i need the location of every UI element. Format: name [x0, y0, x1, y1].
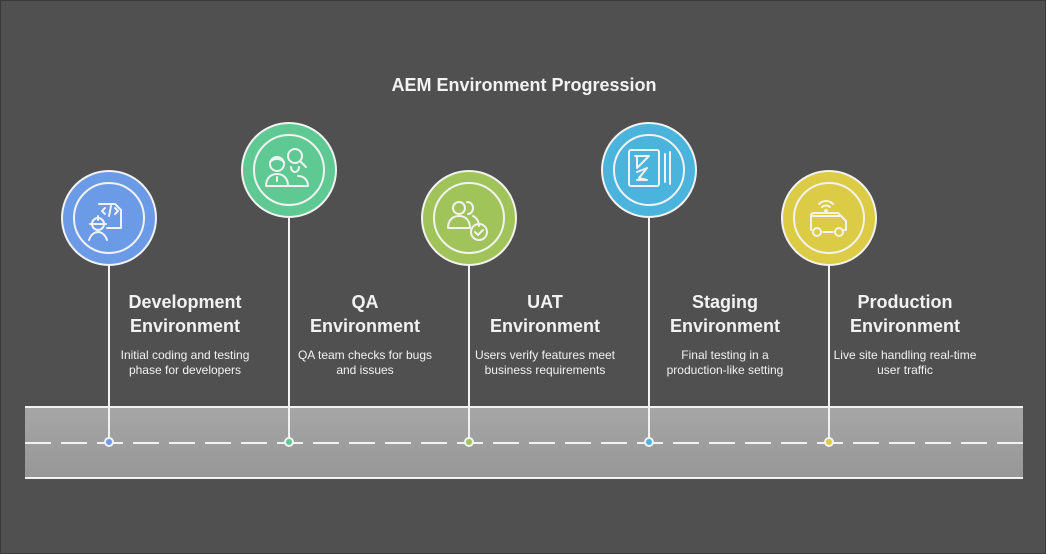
- stage-connector-line: [648, 218, 650, 442]
- timeline-node: [464, 437, 474, 447]
- stage-icon-circle: [61, 170, 157, 266]
- stage-icon-circle: [601, 122, 697, 218]
- stage-icon-circle: [421, 170, 517, 266]
- stage-icon-circle: [781, 170, 877, 266]
- staging-board-icon: [628, 149, 671, 187]
- stage-icon-circle: [241, 122, 337, 218]
- timeline-node: [644, 437, 654, 447]
- timeline-node: [104, 437, 114, 447]
- stage-connector-line: [468, 266, 470, 442]
- timeline-node: [824, 437, 834, 447]
- road-center-dashes: [25, 442, 1023, 444]
- delivery-truck-icon: [810, 200, 847, 237]
- timeline-road: [25, 406, 1023, 479]
- stage-connector-line: [108, 266, 110, 442]
- stage-connector-line: [828, 266, 830, 442]
- developer-code-icon: [88, 203, 122, 241]
- timeline-node: [284, 437, 294, 447]
- team-search-icon: [265, 148, 309, 187]
- users-check-icon: [447, 201, 488, 241]
- stage-connector-line: [288, 218, 290, 442]
- diagram-title: AEM Environment Progression: [391, 75, 657, 95]
